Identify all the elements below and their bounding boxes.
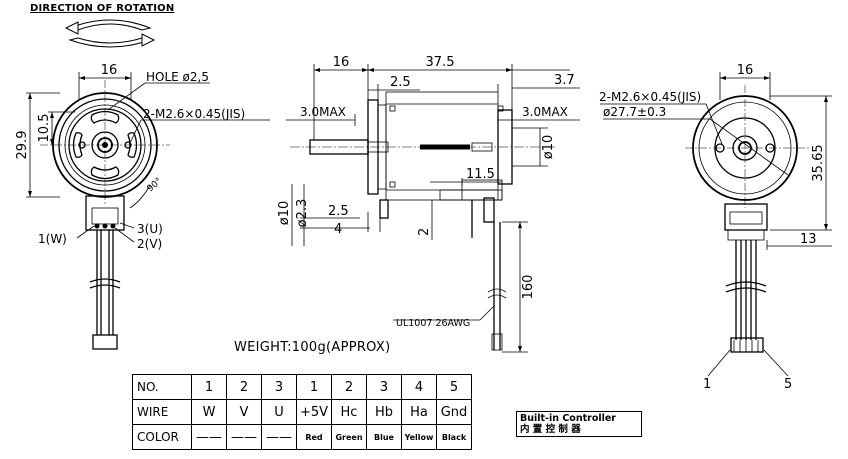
table-cell: —— [226, 424, 262, 450]
rear-dim-16: 16 [737, 63, 754, 78]
table-cell: +5V [296, 399, 332, 425]
table-cell: U [261, 399, 297, 425]
front-screw-label: 2-M2.6×0.45(JIS) [143, 107, 245, 121]
side-dim-phi10-right: ø10 [541, 135, 556, 160]
side-dim-160: 160 [521, 275, 536, 300]
rear-pin-1: 1 [703, 377, 711, 392]
table-row-color: COLOR —— —— —— Red Green Blue Yellow Bla… [132, 424, 472, 450]
table-cell: Ha [401, 399, 437, 425]
front-view [26, 72, 270, 350]
side-dim-phi10-left: ø10 [277, 201, 292, 226]
builtin-en: Built-in Controller [520, 413, 616, 424]
table-cell: 3 [261, 374, 297, 400]
table-cell: —— [261, 424, 297, 450]
table-cell: 2 [226, 374, 262, 400]
side-dim-3-7: 3.7 [554, 73, 575, 88]
side-dim-37-5: 37.5 [426, 55, 455, 70]
front-hole-label: HOLE ø2,5 [146, 70, 209, 84]
rear-view [600, 72, 832, 377]
table-cell: Green [331, 424, 367, 450]
side-dim-2: 2 [417, 228, 432, 236]
table-cell: —— [191, 424, 227, 450]
table-cell: Hc [331, 399, 367, 425]
rear-dim-13: 13 [800, 232, 817, 247]
wire-label-u: 3(U) [137, 222, 163, 236]
table-cell: 2 [331, 374, 367, 400]
rear-screw-label: 2-M2.6×0.45(JIS) [599, 90, 701, 104]
table-row-no: NO. 1 2 3 1 2 3 4 5 [132, 374, 472, 400]
front-dim-10-5: 10.5 [37, 114, 52, 143]
side-dim-16: 16 [333, 55, 350, 70]
table-cell: 4 [401, 374, 437, 400]
weight-label: WEIGHT:100g(APPROX) [234, 340, 391, 355]
side-dim-11-5: 11.5 [466, 167, 495, 182]
side-left-max: 3.0MAX [300, 105, 346, 119]
table-header-color: COLOR [132, 424, 192, 450]
table-cell: V [226, 399, 262, 425]
side-dim-2-5-top: 2.5 [390, 75, 411, 90]
side-view [286, 64, 580, 353]
side-dim-2-5-bottom: 2.5 [328, 204, 349, 219]
table-cell: 3 [366, 374, 402, 400]
rotation-arrows-icon [64, 19, 156, 48]
side-dim-4: 4 [334, 222, 342, 237]
front-dim-29-9: 29.9 [15, 131, 30, 160]
table-cell: Black [436, 424, 472, 450]
table-cell: 5 [436, 374, 472, 400]
side-dim-phi2-3: ø2.3 [295, 199, 310, 228]
table-row-wire: WIRE W V U +5V Hc Hb Ha Gnd [132, 399, 472, 425]
table-cell: W [191, 399, 227, 425]
table-cell: 1 [191, 374, 227, 400]
rear-pin-5: 5 [784, 377, 792, 392]
front-angle-label: 90° [146, 176, 165, 194]
table-header-no: NO. [132, 374, 192, 400]
table-cell: Yellow [401, 424, 437, 450]
builtin-cn: 内 置 控 制 器 [520, 424, 581, 435]
wire-label-v: 2(V) [137, 237, 162, 251]
rear-circle-label: ø27.7±0.3 [603, 105, 666, 119]
table-cell: Hb [366, 399, 402, 425]
builtin-controller-box: Built-in Controller 内 置 控 制 器 [516, 411, 642, 437]
table-cell: Gnd [436, 399, 472, 425]
rear-dim-35-65: 35.65 [811, 144, 826, 181]
table-cell: Blue [366, 424, 402, 450]
table-cell: Red [296, 424, 332, 450]
rotation-title: DIRECTION OF ROTATION [30, 3, 175, 14]
table-cell: 1 [296, 374, 332, 400]
wire-label-w: 1(W) [38, 232, 67, 246]
front-dim-16: 16 [101, 63, 118, 78]
side-right-max: 3.0MAX [522, 105, 568, 119]
cable-label: UL1007 26AWG [396, 318, 470, 329]
table-header-wire: WIRE [132, 399, 192, 425]
wire-table: NO. 1 2 3 1 2 3 4 5 WIRE W V U +5V Hc Hb… [132, 374, 472, 450]
